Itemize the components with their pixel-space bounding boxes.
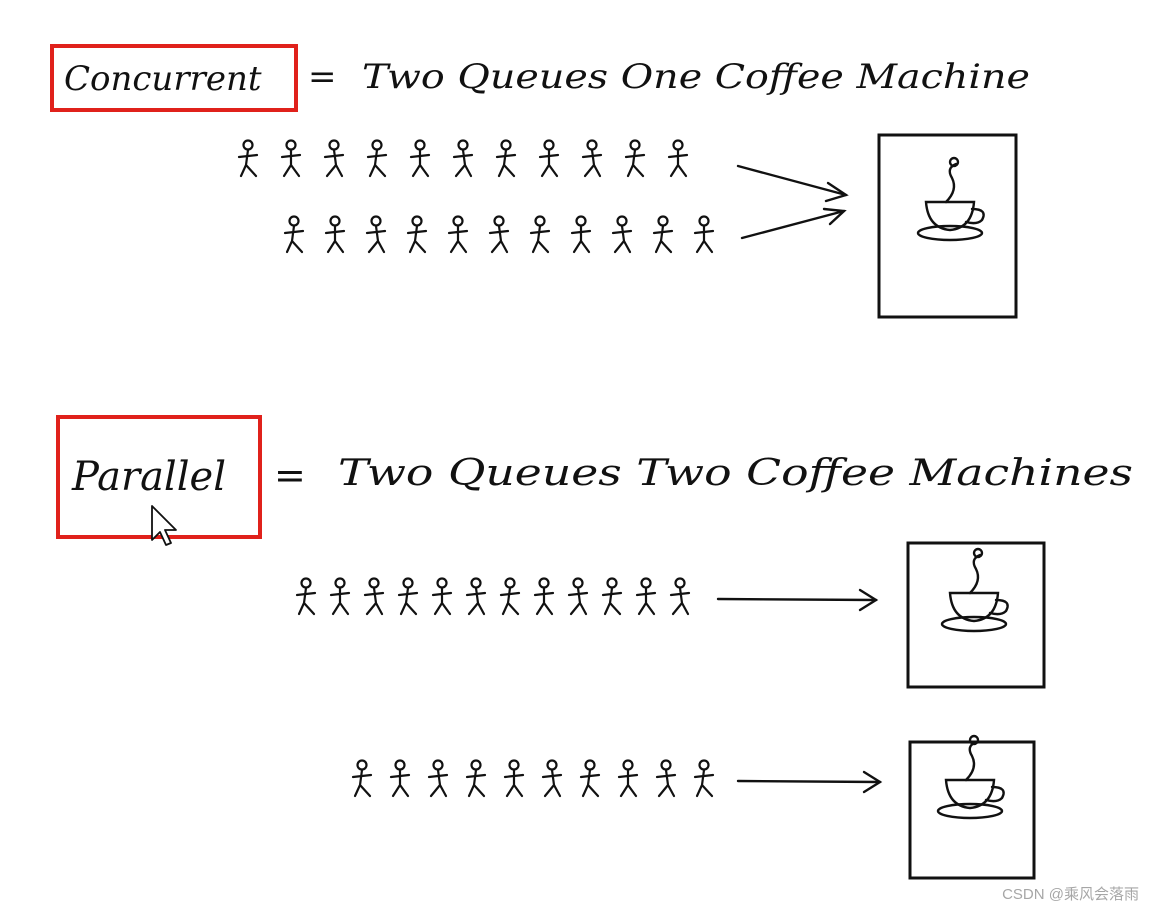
concurrent-term: Concurrent (64, 59, 262, 99)
stick-figure-icon (488, 215, 510, 254)
stick-figure-icon (447, 215, 469, 254)
watermark: CSDN @乘风会落雨 (1002, 886, 1139, 903)
mouse-cursor-icon (151, 505, 177, 546)
stick-figure-icon (503, 759, 525, 798)
stick-figure-icon (427, 759, 449, 798)
concurrent-section: Concurrent = Two Queues One Coffee Machi… (50, 44, 1030, 319)
stick-figure-icon (363, 577, 385, 616)
stick-figure-icon (581, 139, 603, 178)
stick-figure-icon (601, 577, 623, 616)
stick-figure-icon (567, 577, 589, 616)
stick-figure-icon (579, 759, 601, 798)
stick-figure-icon (624, 139, 646, 178)
stick-figure-icon (533, 577, 555, 616)
stick-figure-icon (452, 139, 474, 178)
coffee-cup-icon (940, 547, 1009, 633)
stick-figure-icon (617, 759, 639, 798)
stick-figure-icon (406, 215, 428, 254)
concurrent-equals: = (308, 57, 337, 97)
parallel-highlight-box (56, 415, 262, 539)
stick-figure-icon (538, 139, 560, 178)
stick-figure-icon (693, 759, 715, 798)
stick-figure-icon (283, 215, 305, 254)
parallel-term: Parallel (71, 454, 226, 500)
stick-figure-icon (237, 139, 259, 178)
stick-figure-icon (324, 215, 346, 254)
stick-figure-icon (669, 577, 691, 616)
stick-figure-icon (329, 577, 351, 616)
arrow-icon (740, 207, 847, 240)
coffee-machine (877, 133, 1018, 319)
parallel-equals: = (274, 453, 306, 497)
stick-figure-icon (465, 759, 487, 798)
stick-figure-icon (635, 577, 657, 616)
parallel-section: Parallel = Two Queues Two Coffee Machine… (56, 415, 1133, 880)
arrow-icon (736, 770, 883, 794)
stick-figure-icon (529, 215, 551, 254)
stick-figure-icon (495, 139, 517, 178)
stick-figure-icon (389, 759, 411, 798)
parallel-queue-2 (351, 759, 715, 798)
stick-figure-icon (351, 759, 373, 798)
stick-figure-icon (499, 577, 521, 616)
parallel-queue-1 (295, 577, 691, 616)
stick-figure-icon (655, 759, 677, 798)
coffee-cup-icon (916, 156, 985, 242)
stick-figure-icon (667, 139, 689, 178)
concurrent-description: Two Queues One Coffee Machine (362, 57, 1030, 97)
stick-figure-icon (431, 577, 453, 616)
stick-figure-icon (366, 139, 388, 178)
concurrent-queue-2 (283, 215, 715, 254)
stick-figure-icon (365, 215, 387, 254)
stick-figure-icon (652, 215, 674, 254)
stick-figure-icon (323, 139, 345, 178)
stick-figure-icon (693, 215, 715, 254)
stick-figure-icon (465, 577, 487, 616)
coffee-machine (906, 541, 1046, 689)
coffee-cup-icon (936, 734, 1005, 820)
arrow-icon (736, 164, 849, 203)
parallel-description: Two Queues Two Coffee Machines (338, 453, 1133, 494)
stick-figure-icon (295, 577, 317, 616)
concurrent-highlight-box (50, 44, 298, 112)
stick-figure-icon (541, 759, 563, 798)
stick-figure-icon (611, 215, 633, 254)
stick-figure-icon (409, 139, 431, 178)
concurrent-queue-1 (237, 139, 689, 178)
stick-figure-icon (570, 215, 592, 254)
arrow-icon (716, 588, 879, 612)
stick-figure-icon (280, 139, 302, 178)
stick-figure-icon (397, 577, 419, 616)
coffee-machine (908, 734, 1036, 880)
